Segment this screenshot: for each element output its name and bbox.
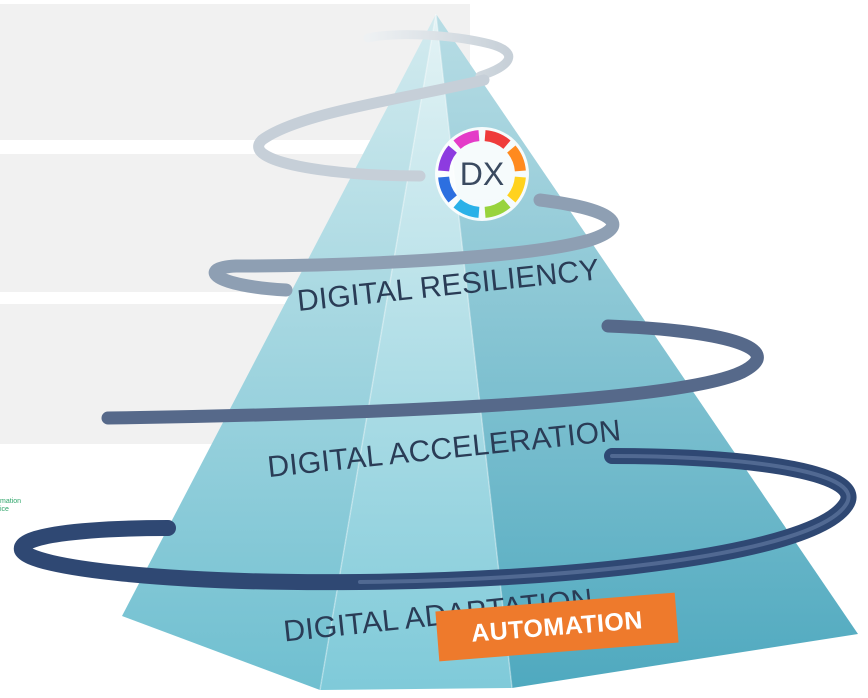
spiral-ribbon-2	[253, 74, 490, 182]
dx-logo-segment	[438, 176, 457, 203]
dx-logo-text: DX	[460, 156, 504, 192]
dx-logo-segment	[438, 145, 457, 172]
dx-logo-icon: DX	[435, 127, 529, 221]
spiral-ribbon-1	[363, 30, 514, 81]
pyramid-face-left	[122, 14, 436, 690]
side-note-line-1: mation	[0, 498, 22, 505]
side-note-text: mation ice	[0, 498, 21, 514]
dx-logo-segment	[507, 176, 526, 203]
pyramid-face-right	[436, 14, 858, 688]
dx-logo-segment	[484, 130, 511, 149]
automation-label: AUTOMATION	[470, 605, 644, 648]
spiral-ribbon-4	[101, 319, 764, 425]
dx-logo-segment	[484, 199, 511, 218]
pyramid-face-center	[320, 14, 512, 690]
dx-logo-segment	[507, 145, 526, 172]
spiral-ribbon-3	[208, 193, 620, 297]
side-note-line-2: ice	[0, 506, 9, 513]
dx-logo-segment	[453, 199, 480, 218]
dx-logo-segment	[453, 130, 480, 149]
